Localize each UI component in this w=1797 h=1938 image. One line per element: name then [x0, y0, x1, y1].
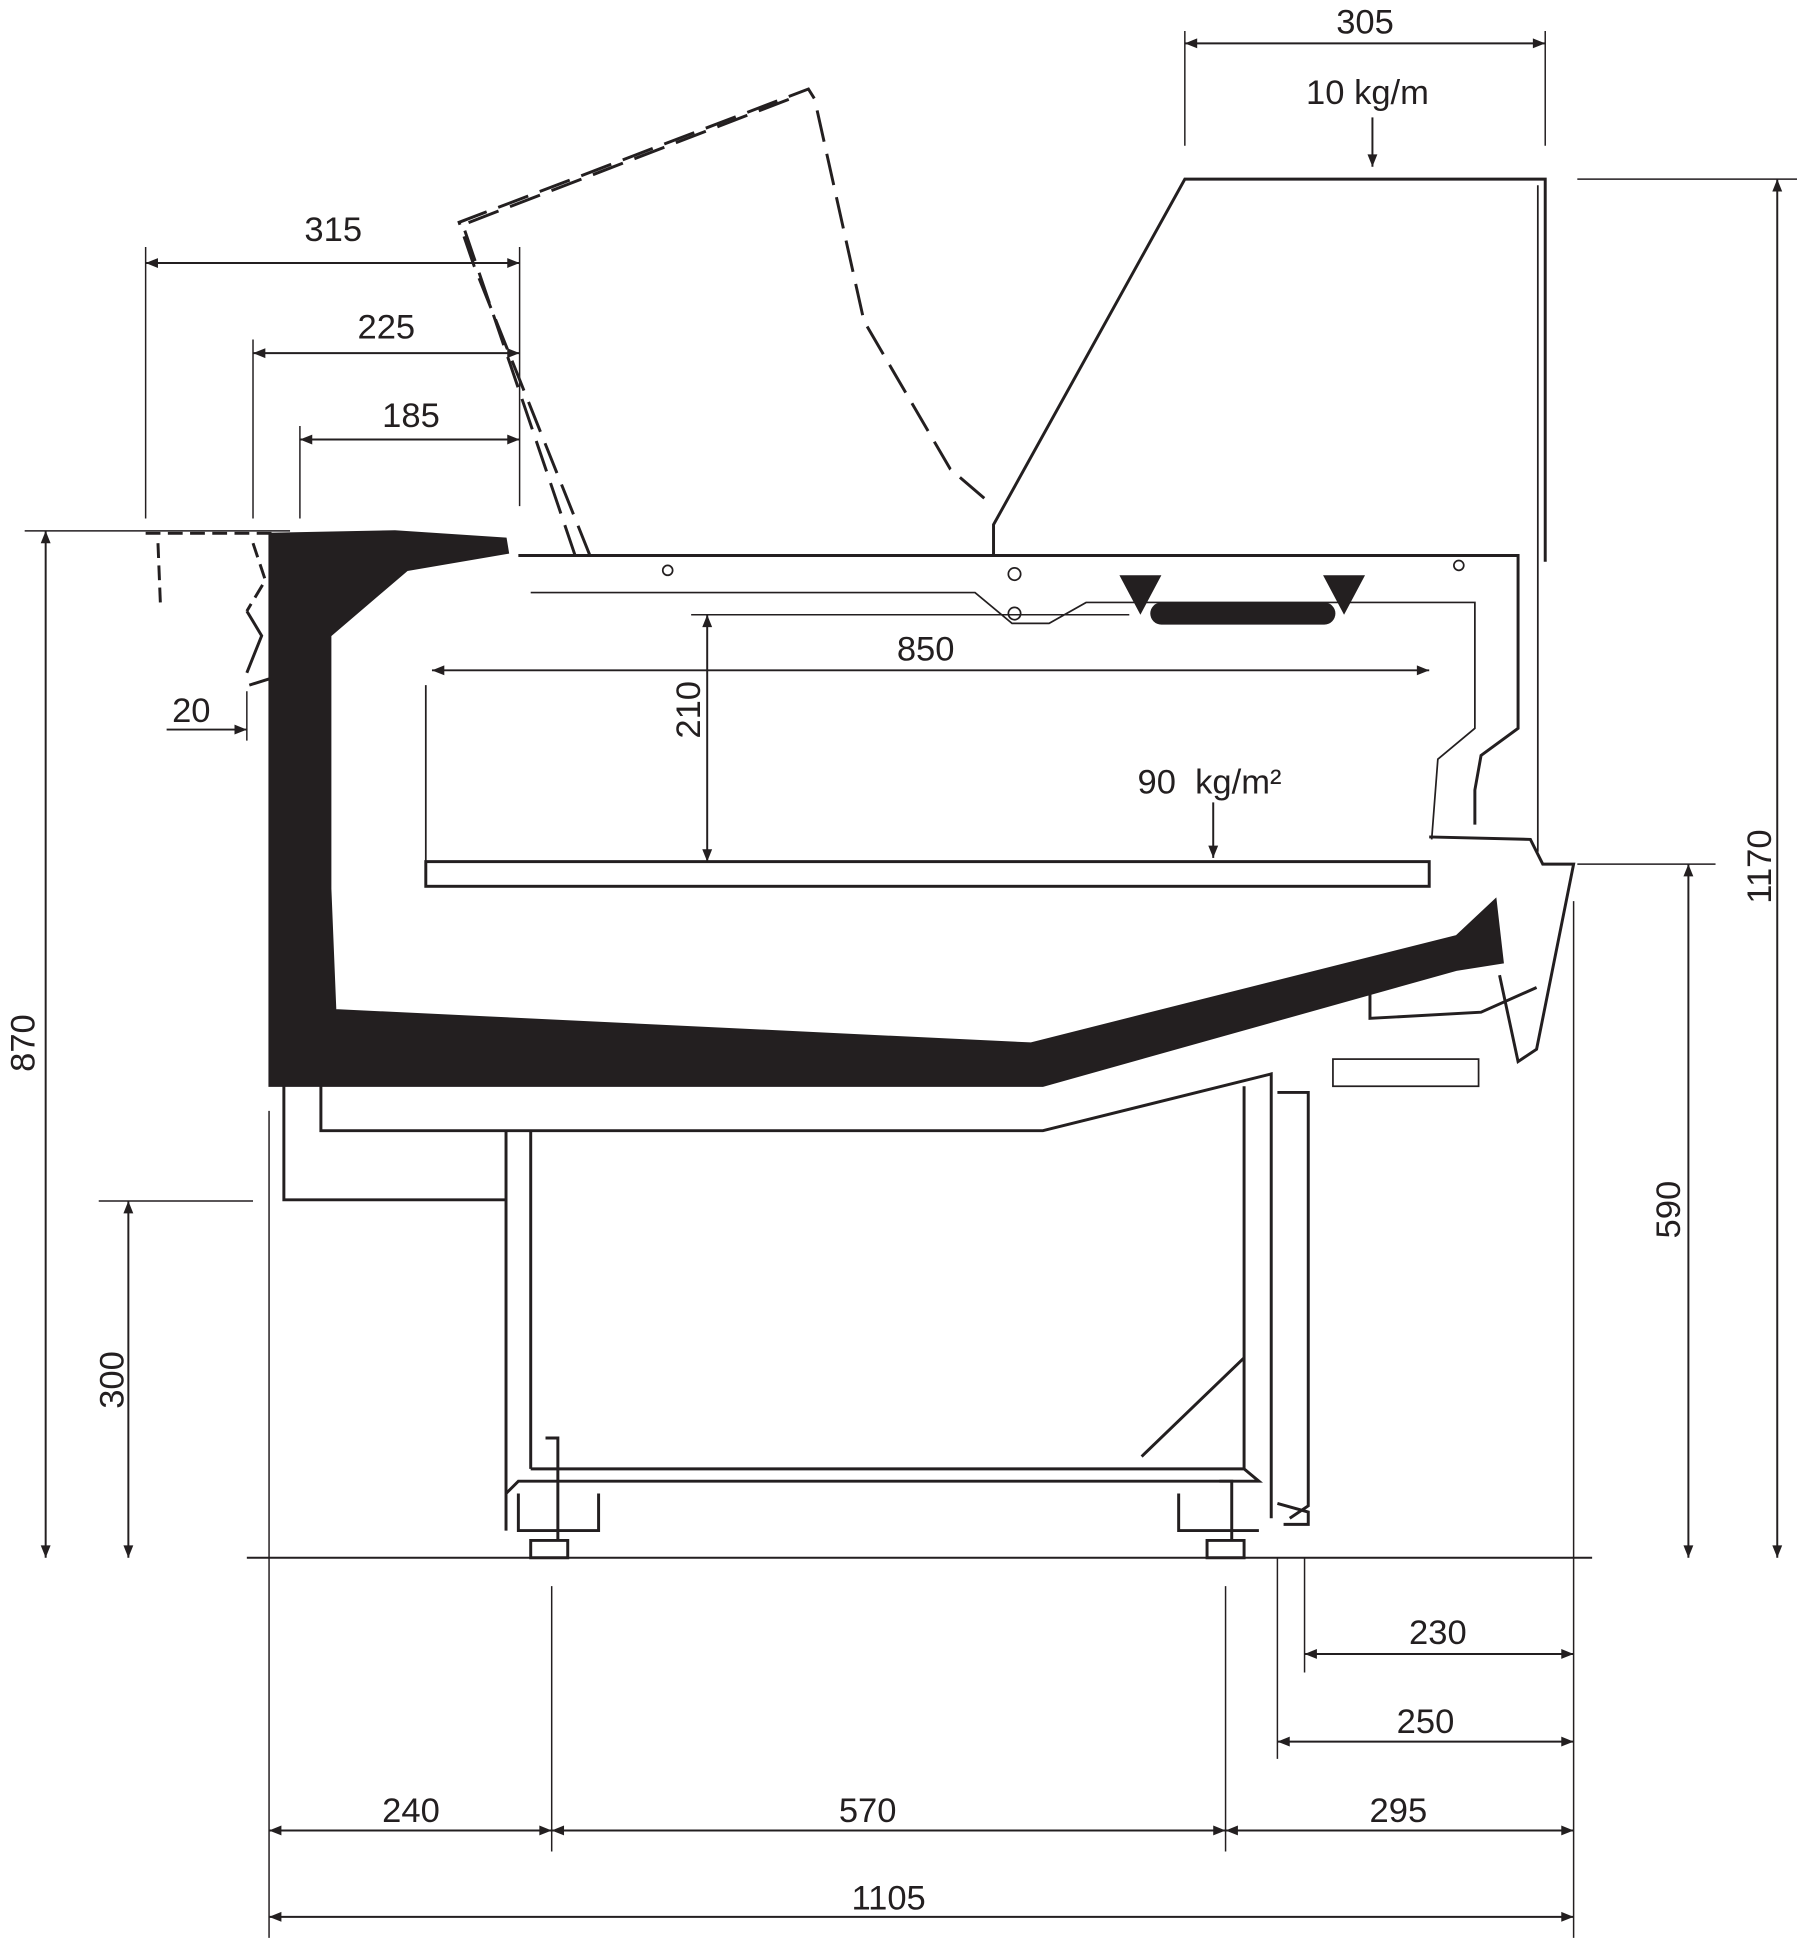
dim-850: 850 [897, 630, 955, 668]
screw [1453, 559, 1465, 572]
dim-300: 300 [93, 1351, 131, 1409]
screw [1007, 606, 1022, 621]
screw [1007, 567, 1022, 582]
dim-225: 225 [357, 308, 415, 346]
rear-panel [1277, 1090, 1310, 1526]
dim-1170: 1170 [1741, 829, 1779, 903]
dim-20: 20 [172, 692, 210, 730]
dim-295: 295 [1370, 1792, 1428, 1830]
glass-open-dashed [457, 87, 995, 557]
load-top: 10 kg/m [1306, 74, 1429, 112]
screw [661, 564, 674, 577]
glass-front [992, 177, 1547, 562]
load-shelf: 90 kg/m² [1138, 764, 1282, 802]
dimension-lines [40, 38, 1783, 1922]
dim-185: 185 [382, 397, 440, 435]
rear-unit [1332, 1058, 1480, 1088]
dim-250: 250 [1397, 1703, 1455, 1741]
light-bar [1150, 602, 1336, 625]
dim-315: 315 [304, 211, 362, 249]
dim-230: 230 [1409, 1614, 1467, 1652]
dim-1105: 1105 [851, 1879, 925, 1917]
dim-240: 240 [382, 1792, 440, 1830]
insulated-tub [268, 530, 1504, 1087]
rear-profile [1368, 835, 1576, 1065]
shelf [424, 860, 1431, 888]
dim-590: 590 [1650, 1181, 1688, 1239]
dim-210: 210 [670, 681, 708, 739]
base-frame [282, 1072, 1273, 1519]
front-profile [245, 610, 270, 687]
glass-open-dashed-inner [460, 97, 791, 557]
light-marker [1119, 575, 1366, 615]
dim-305: 305 [1336, 3, 1394, 41]
foot-right [1177, 1479, 1259, 1560]
dim-570: 570 [839, 1792, 897, 1830]
front-edge-open-dashed [145, 531, 274, 612]
inner-top-profile [530, 591, 1476, 840]
top-frame [518, 554, 1520, 825]
foot-left [516, 1436, 601, 1560]
extension-lines [24, 31, 1797, 1938]
base-legs [504, 1086, 1263, 1531]
dim-870: 870 [5, 1014, 43, 1072]
